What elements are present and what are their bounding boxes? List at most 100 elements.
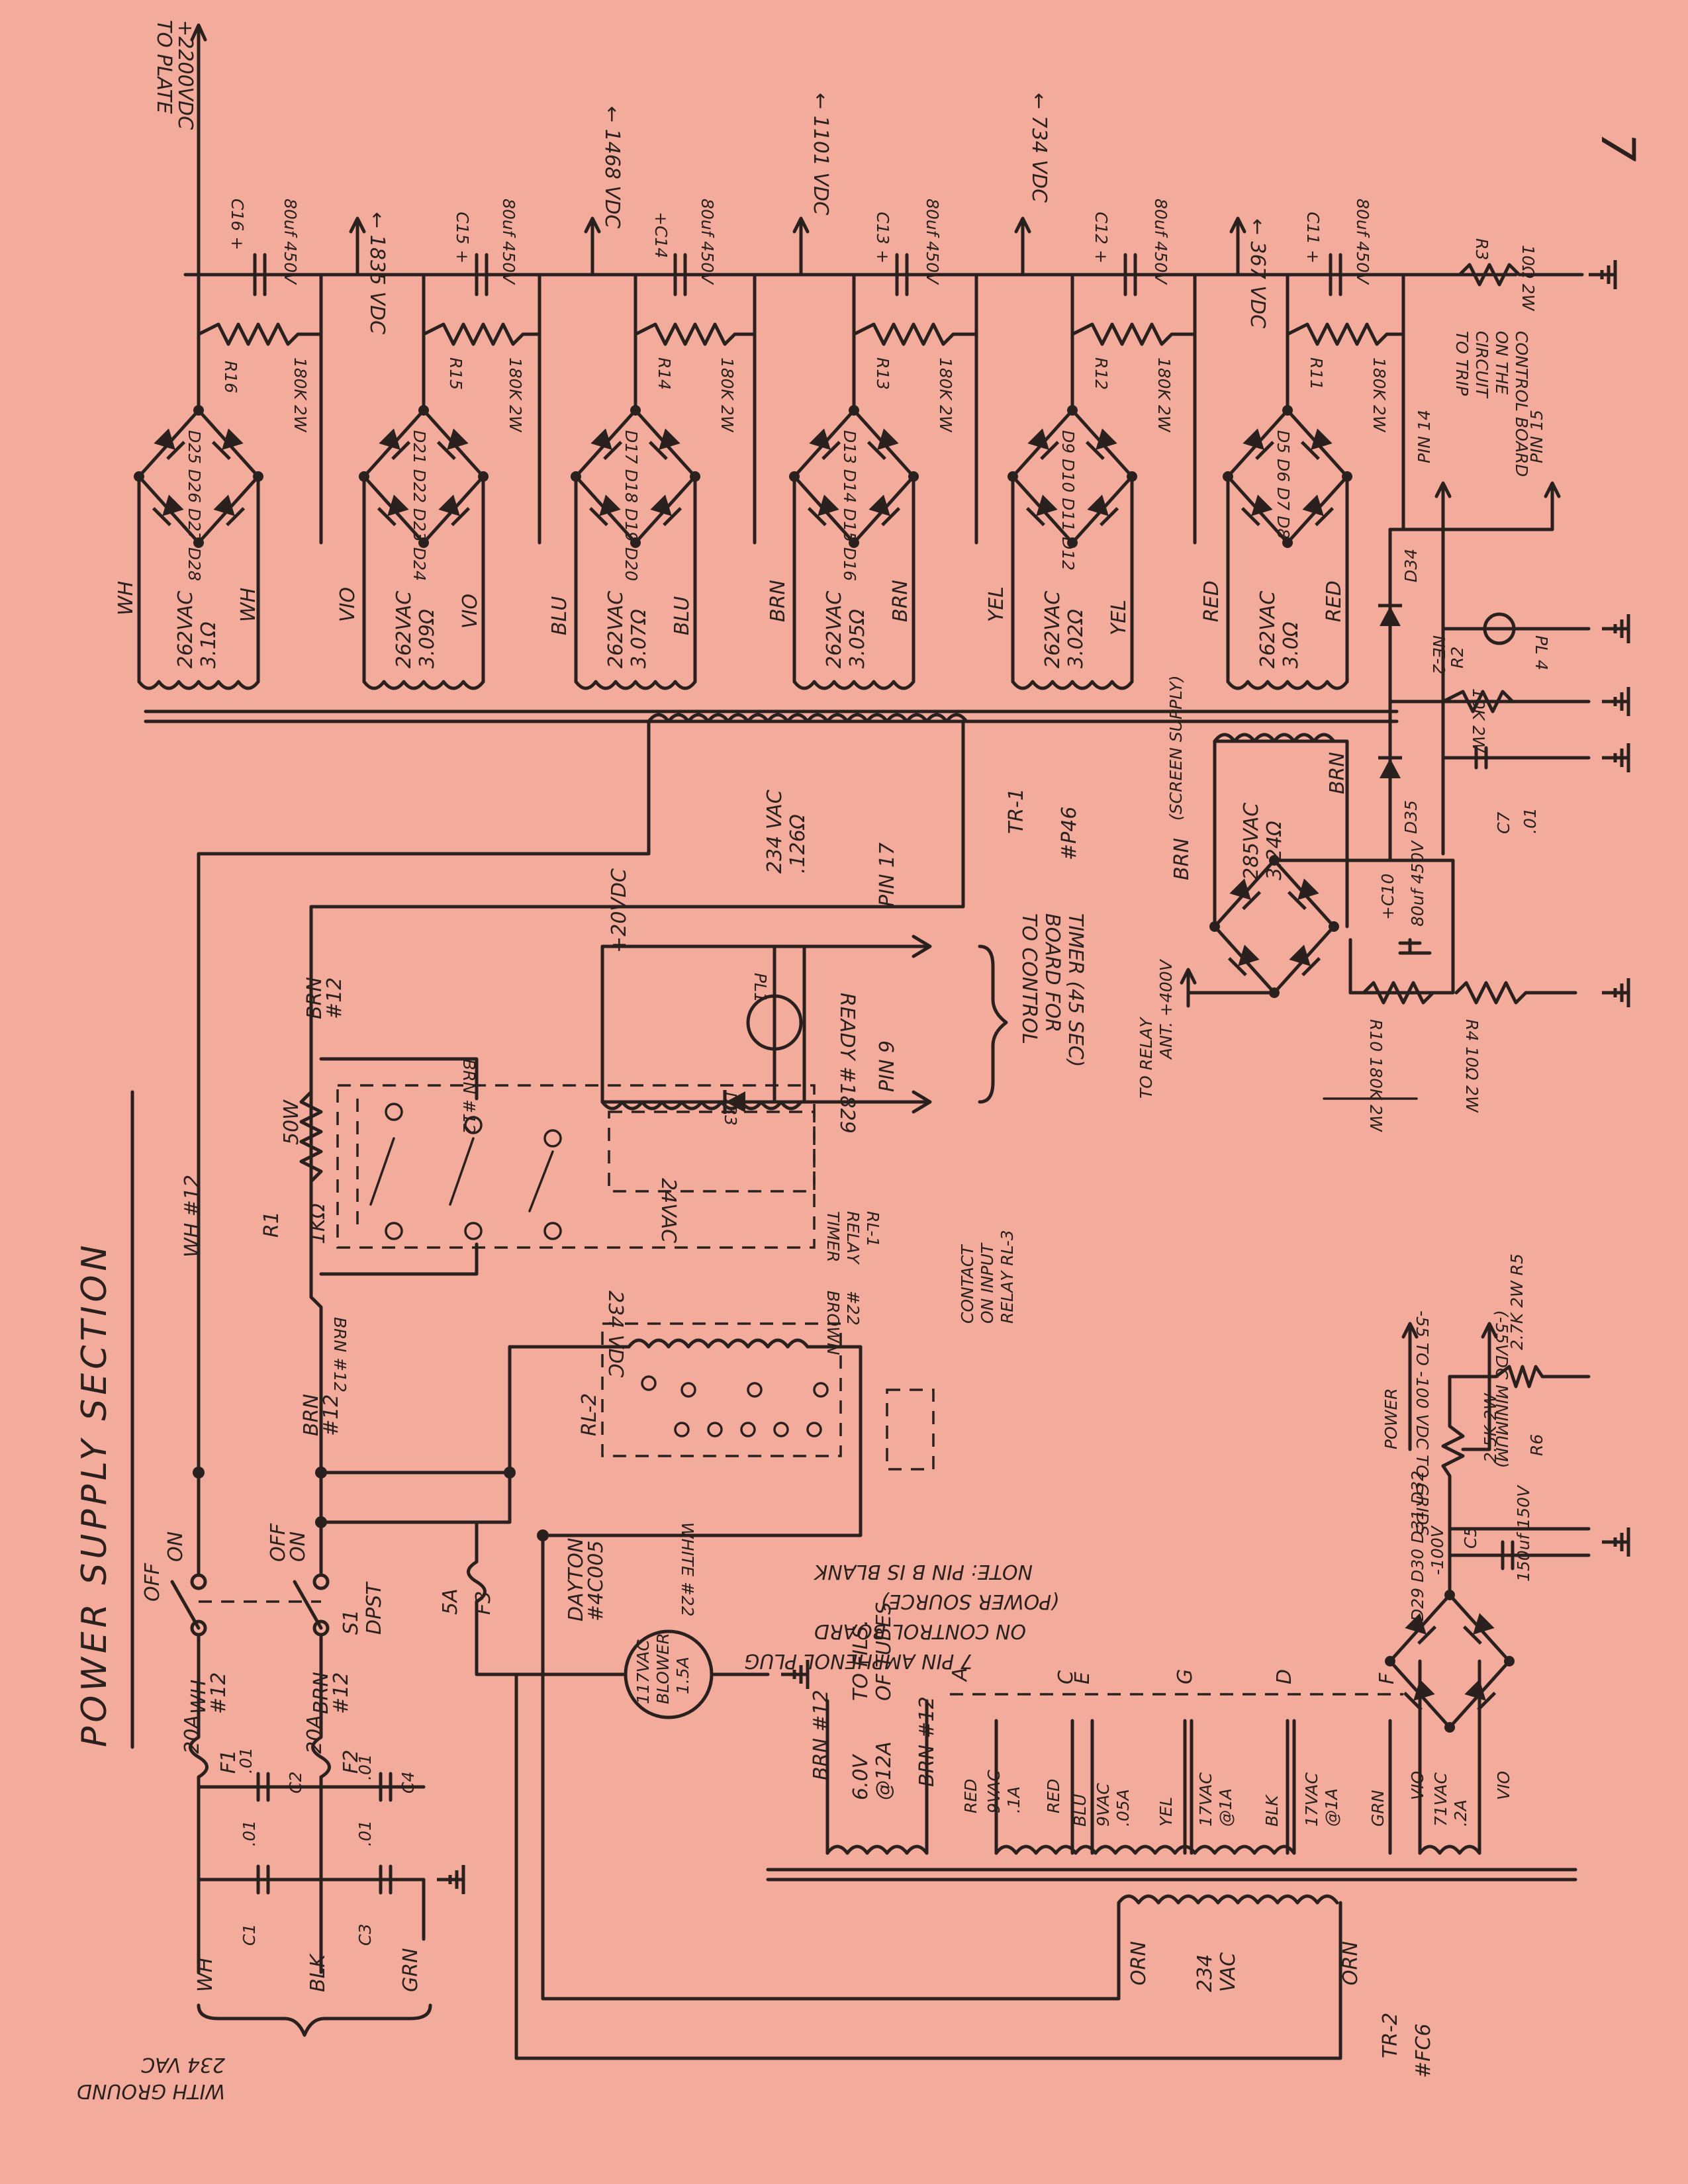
tr2-pri-unit: VAC [1217, 1952, 1240, 1992]
plug-title-2: ON CONTROL BOARD [814, 1619, 1026, 1643]
c4-label: C4 [399, 1772, 418, 1794]
trip-label-2: CIRCUIT [1472, 331, 1491, 398]
w1-volts: 262VAC [174, 591, 197, 668]
s1-color-a: RED [961, 1779, 980, 1813]
r15-label: R15 [446, 357, 465, 390]
r1-wire-1: BRN #12 [330, 1317, 350, 1392]
tr1-volts: 234 VAC [763, 790, 786, 874]
to-fils-label: TO FILS. [849, 1619, 872, 1701]
bias-grids: -55 TO -100 VDC TO GRIDS [1413, 1310, 1432, 1535]
tap-1101: ← 1101 VDC [809, 93, 832, 215]
s1-type: DPST [363, 1581, 386, 1635]
w4-color-b: BRN [889, 580, 912, 622]
s3-amps: @1A [1216, 1788, 1235, 1827]
s1-off-a: OFF [141, 1563, 164, 1602]
input-blk: BLK [306, 1953, 330, 1992]
s1-on-a: ON [164, 1531, 187, 1562]
pin-c: C [1055, 1670, 1078, 1684]
s2-color-a: BLU [1070, 1794, 1090, 1827]
tr1-part: #P46 [1058, 807, 1081, 860]
bleeder-1: 180K 2W [291, 357, 310, 433]
ne2-label: NE-2 [1429, 635, 1448, 674]
brn-label-2: BRN [300, 1394, 323, 1436]
ready-lamp-label: READY #1829 [835, 993, 859, 1134]
r11-label: R11 [1307, 357, 1326, 390]
hv-output-label: +2200VDC [173, 20, 197, 130]
s4-color: GRN [1368, 1790, 1387, 1827]
timer-relay-1: TIMER [823, 1211, 843, 1262]
pin-f: F [1376, 1672, 1399, 1684]
timer-to-control-3: TIMER (45 SEC) [1064, 913, 1087, 1067]
s2-volts: 9VAC [1094, 1783, 1113, 1827]
screen-color-b: BRN [1326, 752, 1349, 794]
cap-value-5: 80uf 450V [1151, 199, 1170, 285]
s5-amps: .2A [1451, 1799, 1470, 1827]
f2-label: F2 [340, 1750, 363, 1774]
screen-ohms: 3.24Ω [1263, 821, 1286, 880]
s1-color-b: RED [1044, 1779, 1063, 1813]
r3-value: 10Ω 2W [1519, 245, 1538, 312]
r6-value: 2.5K 2W [1481, 1392, 1500, 1463]
screen-volts: 285VAC [1240, 803, 1263, 880]
tr2-part: #FC6 [1412, 2024, 1435, 2078]
c13-label: C13 + [873, 212, 892, 263]
w5-color-a: YEL [985, 586, 1008, 622]
of-tubes-label: OF TUBES [872, 1602, 896, 1701]
tr1-name: TR-1 [1005, 788, 1028, 834]
timer-to-control-2: BOARD FOR [1041, 913, 1064, 1032]
blower-part: #4C005 [585, 1541, 608, 1621]
w3-color-a: BLU [548, 596, 571, 635]
bleeder-6: 180K 2W [1370, 357, 1389, 433]
timer-coil-vac: 24VAC [657, 1178, 680, 1243]
tr2-pri-color-a: ORN [1127, 1941, 1150, 1985]
s1-off-b: OFF [267, 1523, 290, 1562]
hv-output-dest: TO PLATE [152, 20, 175, 114]
r14-label: R14 [655, 357, 674, 390]
s4-amps: @1A [1322, 1788, 1341, 1827]
pin-e: E [1071, 1672, 1094, 1684]
pin14-label: PIN 14 [1415, 410, 1434, 463]
timer-to-control-1: TO CONTROL [1017, 913, 1041, 1044]
fil-wire-b: BRN #12 [915, 1696, 939, 1787]
w5-color-b: YEL [1107, 600, 1131, 635]
white-wire-label: WHITE #22 [678, 1522, 697, 1617]
w1-ohms: 3.1Ω [197, 621, 220, 668]
c1-label: C1 [240, 1924, 259, 1946]
w5-volts: 262VAC [1041, 591, 1064, 668]
r12-label: R12 [1092, 357, 1111, 390]
tr1-ohms: .126Ω [786, 814, 810, 874]
tap-367: ← 367 VDC [1246, 218, 1269, 328]
brown-gauge-label: #22 [843, 1291, 863, 1326]
bridge3-diodes: D17 D18 D19 D20 [622, 430, 641, 581]
c7-value: .01 [1521, 807, 1540, 834]
f1-label: F1 [217, 1750, 240, 1774]
rl2-vdc: 234 VDC [604, 1291, 627, 1377]
screen-color-a: BRN [1170, 838, 1194, 880]
s5-color-a: VIO [1408, 1771, 1427, 1800]
r1-watts: 50W [280, 1099, 303, 1145]
cap-value-3: 80uf 450V [698, 199, 717, 285]
wire-gauge-label: #12 [323, 978, 346, 1019]
bleeder-2: 180K 2W [506, 357, 525, 433]
c3-value: .01 [355, 1820, 375, 1846]
c4a-value: .01 [355, 1754, 375, 1780]
r2-value: 10K 2W [1469, 688, 1488, 753]
w3-color-b: BLU [671, 596, 694, 635]
f2-rating: 20A [303, 1715, 326, 1754]
bridge5-diodes: D9 D10 D11 D12 [1058, 430, 1078, 570]
d33-label: D33 [721, 1092, 740, 1126]
r16-label: R16 [221, 361, 240, 393]
c1-value: .01 [240, 1820, 259, 1846]
c16-label: C16 + [228, 199, 247, 250]
w6-volts: 262VAC [1256, 591, 1280, 668]
input-with-ground: WITH GROUND [77, 2079, 225, 2103]
timer-vdc: +20VDC [608, 868, 631, 953]
cap-value-1: 80uf 450V [281, 199, 300, 285]
tr2-pri-color-b: ORN [1339, 1941, 1362, 1985]
c6-value: 150uf 150V [1514, 1484, 1533, 1582]
w4-color-a: BRN [767, 580, 790, 622]
brn-wire-label: BRN [303, 977, 326, 1019]
input-wh: WH [194, 1958, 217, 1992]
